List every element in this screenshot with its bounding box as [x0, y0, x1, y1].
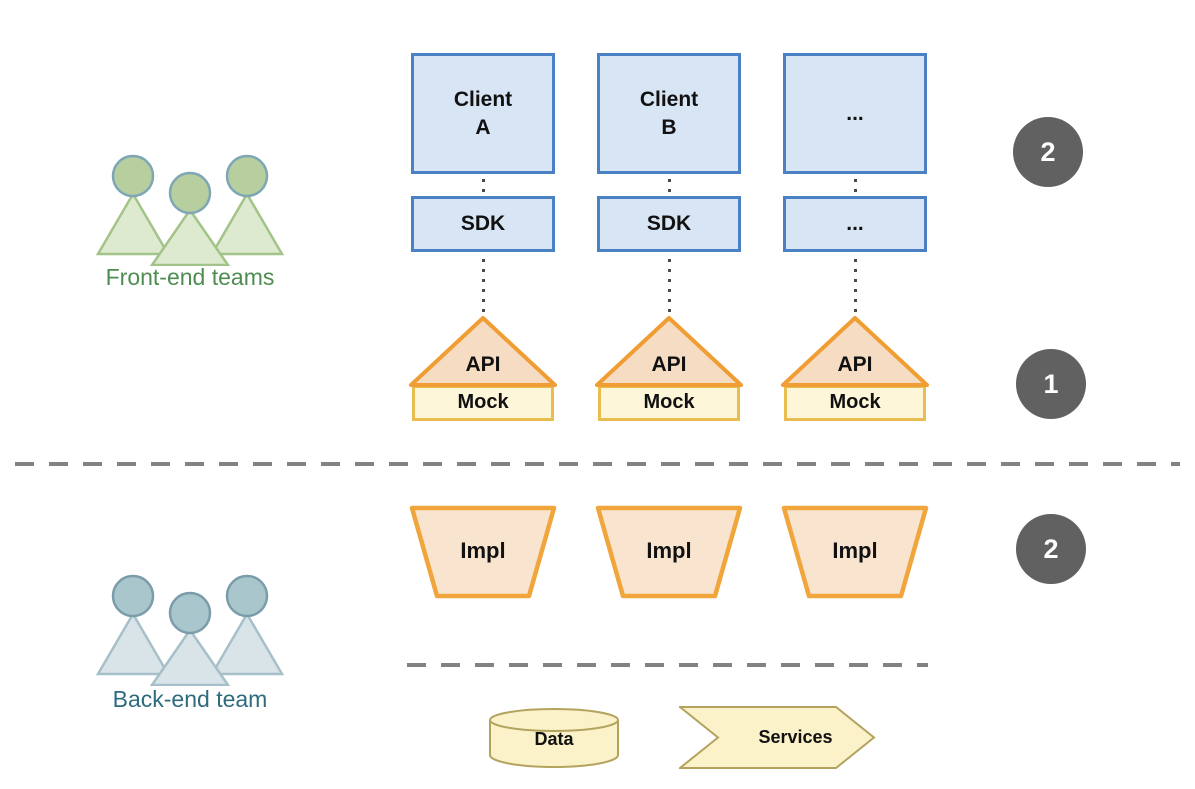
sdk-box-a: SDK: [411, 196, 555, 252]
client-a-label-line1: Client: [453, 88, 513, 112]
connector-dotted-line: [668, 179, 671, 195]
impl-svg: [595, 505, 743, 599]
mock-label: Mock: [457, 391, 509, 413]
services-arrow-shape: Services: [679, 706, 876, 769]
sdk-box-b: SDK: [597, 196, 741, 252]
api-label: API: [465, 353, 501, 376]
front-end-team-label: Front-end teams: [105, 264, 275, 290]
client-more-label-line1: ...: [846, 101, 864, 125]
mock-label: Mock: [643, 391, 695, 413]
impl-label: Impl: [460, 538, 506, 563]
services-label: Services: [758, 727, 833, 747]
impl-trapezoid-b: Impl: [594, 505, 744, 600]
arrow-banner-icon: [679, 706, 876, 769]
impl-label: Impl: [646, 538, 692, 563]
client-a-label-line2: A: [475, 115, 491, 139]
api-mock-svg: [781, 316, 929, 421]
api-mock-shape-b: API Mock: [594, 315, 744, 422]
api-mock-shape-a: API Mock: [408, 315, 558, 422]
mock-label: Mock: [829, 391, 881, 413]
step-badge-middle-label: 1: [1043, 368, 1059, 399]
sdk-a-label: SDK: [460, 212, 506, 236]
step-badge-middle: 1: [1016, 349, 1086, 419]
api-label: API: [651, 353, 687, 376]
backend-divider-line: [407, 663, 928, 667]
api-mock-shape-more: API Mock: [780, 315, 930, 422]
sdk-more-label: ...: [846, 212, 864, 236]
connector-dotted-line: [854, 179, 857, 195]
client-b-label-line2: B: [661, 115, 677, 139]
api-label: API: [837, 353, 873, 376]
cylinder-icon: [489, 708, 619, 768]
sdk-more-box: ...: [783, 196, 927, 252]
team-divider-line: [15, 462, 1180, 466]
sdk-b-label: SDK: [646, 212, 692, 236]
front-end-teams-icon: [95, 154, 285, 266]
api-mock-svg: [409, 316, 557, 421]
back-end-team-icon: [95, 574, 285, 686]
api-mock-svg: [595, 316, 743, 421]
connector-dotted-line: [668, 259, 671, 313]
connector-dotted-line: [482, 179, 485, 195]
connector-dotted-line: [854, 259, 857, 313]
client-b-label-line1: Client: [639, 88, 699, 112]
impl-label: Impl: [832, 538, 878, 563]
client-b-box: Client B: [597, 53, 741, 174]
impl-svg: [409, 505, 557, 599]
back-end-team-label: Back-end team: [112, 686, 268, 712]
impl-trapezoid-more: Impl: [780, 505, 930, 600]
client-a-box: Client A: [411, 53, 555, 174]
impl-svg: [781, 505, 929, 599]
data-label: Data: [534, 729, 574, 749]
connector-dotted-line: [482, 259, 485, 313]
step-badge-top: 2: [1013, 117, 1083, 187]
data-store-shape: Data: [488, 707, 620, 769]
client-more-box: ...: [783, 53, 927, 174]
step-badge-bottom-label: 2: [1043, 533, 1059, 564]
step-badge-top-label: 2: [1040, 136, 1056, 167]
impl-trapezoid-a: Impl: [408, 505, 558, 600]
step-badge-bottom: 2: [1016, 514, 1086, 584]
